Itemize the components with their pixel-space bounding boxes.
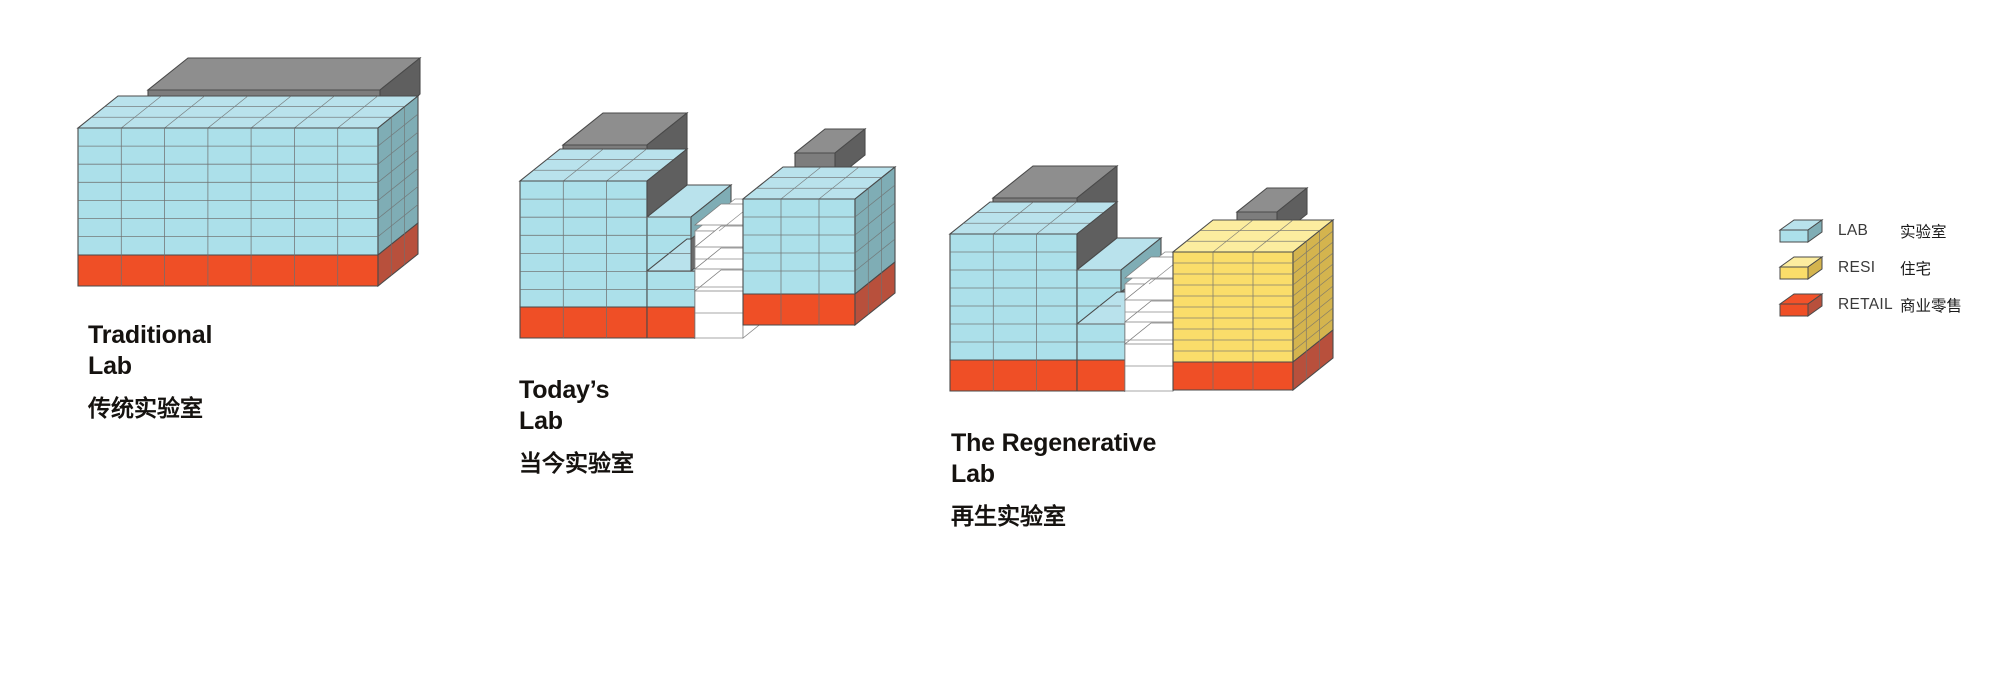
caption-en-3: The Regenerative Lab [951,429,1157,489]
caption-en-2: Today’s Lab [519,376,610,436]
caption-regenerative-lab: The Regenerative Lab 再生实验室 [951,428,1156,530]
legend-zh-resi: 住宅 [1900,260,1932,278]
massing-todays-lab [495,95,925,365]
legend-zh-lab: 实验室 [1900,223,1947,241]
legend-item-lab: LAB 实验室 [1778,212,1962,249]
resi-swatch-icon [1778,255,1824,280]
left-wing-2 [518,111,737,340]
right-wing-2 [741,127,897,327]
legend-code-resi: RESI [1838,258,1876,276]
massing-regenerative-lab [925,150,1405,430]
caption-zh-1: 传统实验室 [88,394,203,421]
lab-volume-1 [76,94,420,288]
caption-en-1: Traditional Lab [88,321,213,381]
caption-traditional-lab: Traditional Lab 传统实验室 [88,320,212,422]
legend-code-lab: LAB [1838,221,1869,239]
caption-zh-3: 再生实验室 [951,502,1066,529]
legend-zh-retail: 商业零售 [1900,297,1963,315]
legend-item-resi: RESI 住宅 [1778,249,1962,286]
resi-wing-3 [1171,186,1335,392]
legend-code-retail: RETAIL [1838,295,1893,313]
caption-todays-lab: Today’s Lab 当今实验室 [519,375,634,477]
massing-traditional-lab [60,40,490,310]
retail-swatch-icon [1778,292,1824,317]
legend-item-retail: RETAIL 商业零售 [1778,286,1962,323]
caption-zh-2: 当今实验室 [519,449,634,476]
legend: LAB 实验室 RESI 住宅 RETAIL 商业零售 [1778,212,1962,323]
lab-swatch-icon [1778,218,1824,243]
